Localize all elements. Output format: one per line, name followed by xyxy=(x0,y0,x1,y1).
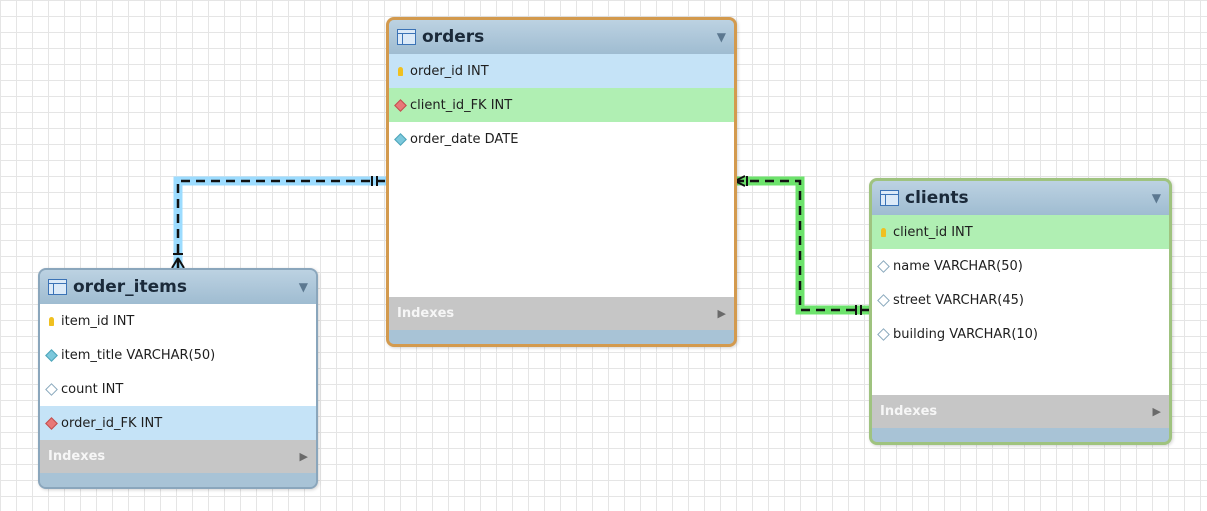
collapse-arrow-icon[interactable]: ▼ xyxy=(716,30,726,44)
expand-arrow-icon[interactable]: ▶ xyxy=(1152,405,1161,418)
table-footer xyxy=(872,428,1169,442)
relationship-orders-clients[interactable] xyxy=(734,175,871,315)
column-row[interactable]: order_date DATE xyxy=(389,122,734,156)
column-row[interactable]: building VARCHAR(10) xyxy=(872,317,1169,351)
column-row[interactable]: item_title VARCHAR(50) xyxy=(40,338,316,372)
column-label: client_id INT xyxy=(893,224,973,240)
indexes-label: Indexes xyxy=(880,404,938,419)
table-orders[interactable]: orders ▼ order_id INT client_id_FK INT o… xyxy=(386,17,737,347)
table-body-space xyxy=(872,351,1169,395)
table-footer xyxy=(40,473,316,487)
indexes-bar[interactable]: Indexes ▶ xyxy=(872,395,1169,428)
table-header[interactable]: clients ▼ xyxy=(872,181,1169,215)
nullable-column-icon xyxy=(44,382,58,396)
foreign-key-icon xyxy=(44,416,58,430)
nullable-column-icon xyxy=(876,327,890,341)
column-label: item_id INT xyxy=(61,313,135,329)
indexes-bar[interactable]: Indexes ▶ xyxy=(40,440,316,473)
collapse-arrow-icon[interactable]: ▼ xyxy=(298,280,308,294)
table-header[interactable]: orders ▼ xyxy=(389,20,734,54)
expand-arrow-icon[interactable]: ▶ xyxy=(299,450,308,463)
table-name: order_items xyxy=(73,277,187,297)
column-label: name VARCHAR(50) xyxy=(893,258,1023,274)
column-row[interactable]: count INT xyxy=(40,372,316,406)
column-row[interactable]: item_id INT xyxy=(40,304,316,338)
column-row[interactable]: name VARCHAR(50) xyxy=(872,249,1169,283)
foreign-key-icon xyxy=(393,98,407,112)
indexes-bar[interactable]: Indexes ▶ xyxy=(389,297,734,330)
primary-key-icon xyxy=(46,316,56,326)
column-label: item_title VARCHAR(50) xyxy=(61,347,216,363)
table-clients[interactable]: clients ▼ client_id INT name VARCHAR(50)… xyxy=(869,178,1172,445)
primary-key-icon xyxy=(395,66,405,76)
column-label: order_date DATE xyxy=(410,131,519,147)
nullable-column-icon xyxy=(876,259,890,273)
collapse-arrow-icon[interactable]: ▼ xyxy=(1151,191,1161,205)
column-row[interactable]: client_id_FK INT xyxy=(389,88,734,122)
table-name: clients xyxy=(905,188,969,208)
table-name: orders xyxy=(422,27,485,47)
table-footer xyxy=(389,330,734,344)
relationship-orders-order-items[interactable] xyxy=(171,176,388,269)
column-label: order_id_FK INT xyxy=(61,415,163,431)
table-order-items[interactable]: order_items ▼ item_id INT item_title VAR… xyxy=(38,268,318,489)
column-row[interactable]: order_id INT xyxy=(389,54,734,88)
not-null-column-icon xyxy=(44,348,58,362)
primary-key-icon xyxy=(878,227,888,237)
column-label: client_id_FK INT xyxy=(410,97,513,113)
column-label: count INT xyxy=(61,381,124,397)
indexes-label: Indexes xyxy=(397,306,455,321)
expand-arrow-icon[interactable]: ▶ xyxy=(717,307,726,320)
table-header[interactable]: order_items ▼ xyxy=(40,270,316,304)
column-row[interactable]: client_id INT xyxy=(872,215,1169,249)
not-null-column-icon xyxy=(393,132,407,146)
column-row[interactable]: order_id_FK INT xyxy=(40,406,316,440)
column-label: building VARCHAR(10) xyxy=(893,326,1039,342)
column-label: street VARCHAR(45) xyxy=(893,292,1024,308)
column-row[interactable]: street VARCHAR(45) xyxy=(872,283,1169,317)
nullable-column-icon xyxy=(876,293,890,307)
column-label: order_id INT xyxy=(410,63,489,79)
indexes-label: Indexes xyxy=(48,449,106,464)
table-body-space xyxy=(389,156,734,297)
table-icon xyxy=(880,190,899,206)
table-icon xyxy=(48,279,67,295)
table-icon xyxy=(397,29,416,45)
